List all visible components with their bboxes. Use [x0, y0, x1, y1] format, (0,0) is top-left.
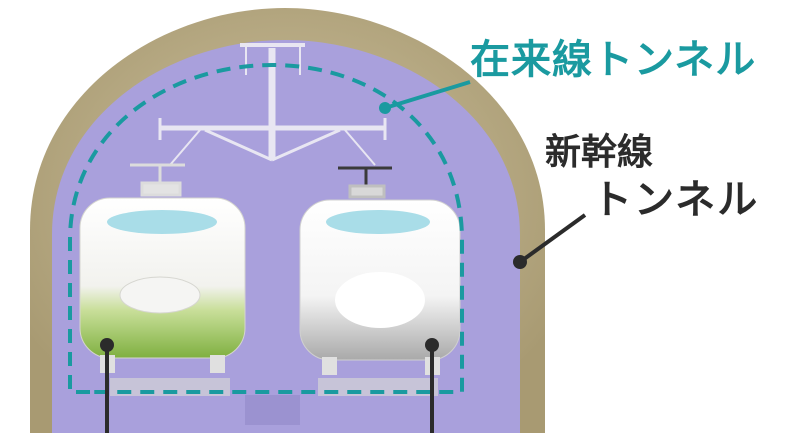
conventional-tunnel-label: 在来線トンネル — [470, 37, 757, 83]
conventional-tunnel-outline — [68, 62, 464, 394]
train-left-marker-dot — [100, 338, 114, 352]
shinkansen-tunnel-label-line2: トンネル — [592, 177, 760, 223]
conventional-leader-line — [384, 80, 471, 110]
train-right-e5-style — [299, 199, 461, 375]
center-trough — [245, 395, 300, 425]
shinkansen-leader-dot — [513, 255, 527, 269]
shinkansen-tunnel-label-line1: 新幹線 — [545, 132, 654, 173]
shinkansen-leader-line — [518, 213, 587, 264]
catenary-structure — [158, 43, 387, 166]
pantograph-right — [338, 166, 392, 199]
pantograph-left — [130, 163, 185, 197]
conventional-leader-dot — [379, 102, 391, 114]
train-right-marker-dot — [425, 338, 439, 352]
